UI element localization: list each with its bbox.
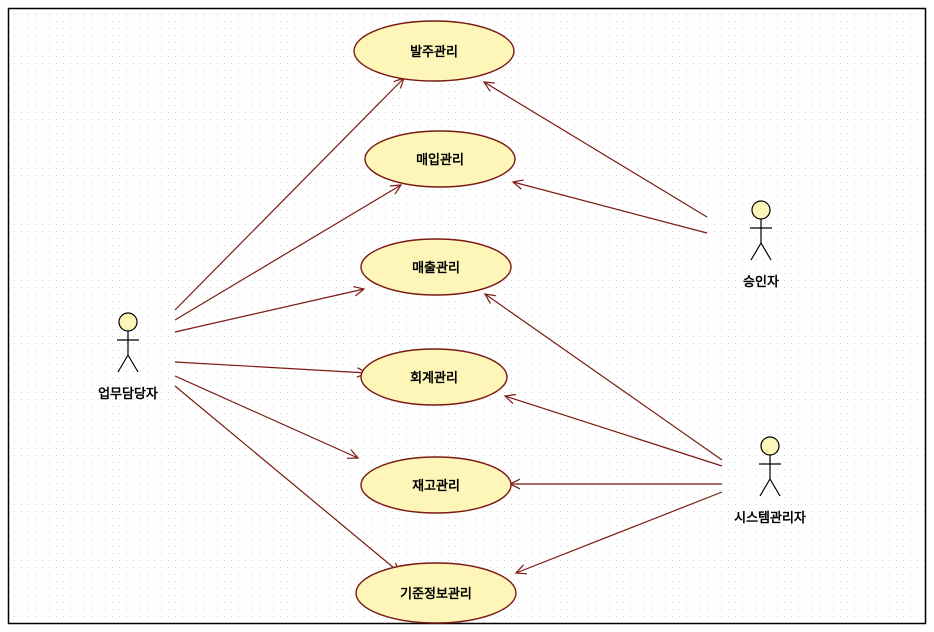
use-case-ellipse [355,562,517,624]
association-worker-inventory [174,375,360,459]
association-line [483,81,708,218]
actor-label: 업무담당자 [98,386,158,402]
association-approver-purchase [511,179,708,234]
arrowhead [353,285,366,297]
association-line [174,385,401,574]
actor-left-leg [750,242,762,261]
association-line [174,77,405,311]
use-case-label: 매출관리 [412,260,460,276]
actor-right-leg [769,478,781,497]
use-case-label: 회계관리 [410,370,458,386]
actor-right-leg [760,242,772,261]
use-case-label: 발주관리 [410,44,458,60]
actor-left-leg [117,354,129,373]
association-line [174,361,368,374]
diagram-frame [7,7,927,625]
actor-worker[interactable]: 업무담당자 [98,312,158,402]
arrowhead [483,293,496,304]
use-case-ellipse [364,130,516,188]
actor-approver[interactable]: 승인자 [743,200,779,290]
use-case-order[interactable]: 발주관리 [353,20,515,82]
use-case-sales[interactable]: 매출관리 [360,238,512,296]
association-worker-sales [174,285,366,333]
actor-head [751,200,771,220]
arrowhead [346,449,360,459]
grid-background [8,8,926,624]
actor-label: 시스템관리자 [734,510,806,526]
actor-head [118,312,138,332]
use-case-label: 매입관리 [416,152,464,168]
actor-admin[interactable]: 시스템관리자 [734,436,806,526]
association-line [515,491,723,574]
arrowhead [514,564,528,575]
use-case-ellipse [353,20,515,82]
use-case-inventory[interactable]: 재고관리 [360,456,512,514]
arrowhead [482,81,496,92]
association-line [174,288,365,333]
association-line [504,395,723,467]
use-case-label: 재고관리 [412,478,460,494]
actor-label: 승인자 [743,274,779,290]
actor-head [760,436,780,456]
association-worker-purchase [174,184,403,321]
association-layer [174,77,723,575]
association-line [484,293,723,461]
actor-right-leg [127,354,139,373]
association-admin-sales [483,293,723,461]
arrowhead [389,184,403,195]
use-case-masterdata[interactable]: 기준정보관리 [355,562,517,624]
association-line [174,375,359,459]
use-case-accounting[interactable]: 회계관리 [360,348,508,406]
use-case-ellipse [360,238,512,296]
use-case-ellipse [360,456,512,514]
association-admin-accounting [503,393,723,467]
arrowhead [511,179,524,190]
actor-left-leg [759,478,771,497]
association-approver-order [482,81,708,218]
association-admin-masterdata [514,491,723,575]
association-line [512,181,708,234]
arrowhead [503,393,516,405]
use-case-ellipse [360,348,508,406]
use-case-label: 기준정보관리 [400,586,472,602]
use-case-purchase[interactable]: 매입관리 [364,130,516,188]
association-line [174,184,402,321]
